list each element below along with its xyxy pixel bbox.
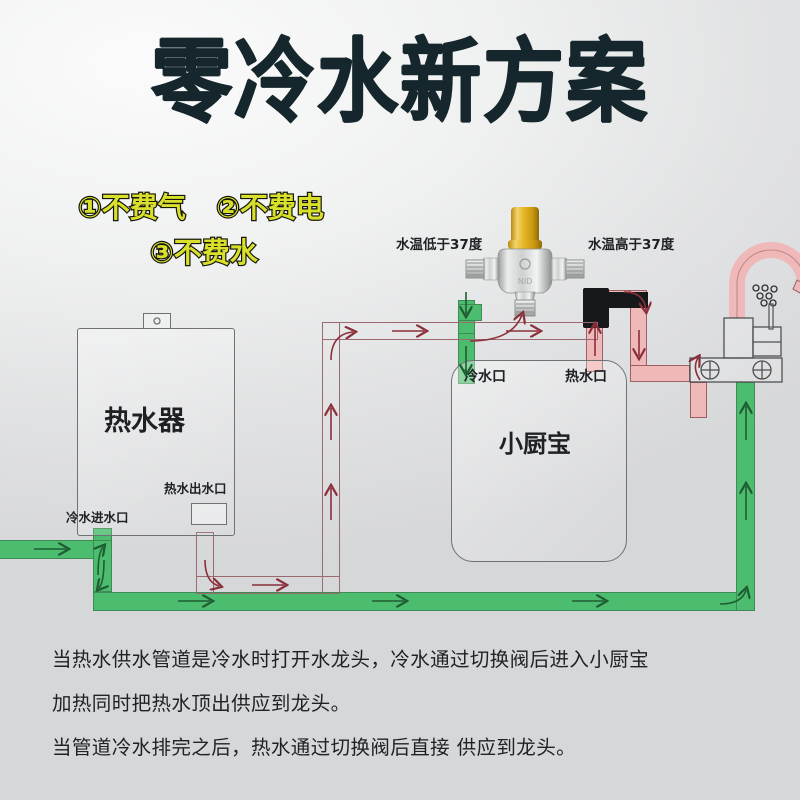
benefit-item-water: ③不费水 [149, 236, 259, 269]
benefit-item-gas: ①不费气 [77, 191, 187, 224]
mini-heater-title: 小厨宝 [499, 430, 571, 458]
description-line-1: 当热水供水管道是冷水时打开水龙头，冷水通过切换阀后进入小厨宝 [52, 648, 650, 671]
description-block: 当热水供水管道是冷水时打开水龙头，冷水通过切换阀后进入小厨宝 加热同时把热水顶出… [52, 638, 766, 770]
water-heater-cold-inlet-label: 冷水进水口 [66, 510, 129, 525]
hot-return-bottom-run [196, 576, 340, 594]
description-line-3: 当管道冷水排完之后，热水通过切换阀后直接 供应到龙头。 [52, 736, 576, 759]
water-heater-cap [143, 313, 171, 328]
valve-cold-side-label: 水温低于37度 [396, 237, 483, 253]
benefits-row-2: ③不费水 [0, 236, 420, 269]
benefits-list: ①不费气 ②不费电 ③不费水 [0, 191, 420, 269]
water-heater-hot-outlet-label: 热水出水口 [164, 481, 227, 496]
mini-heater-cold-port-label: 冷水口 [464, 369, 506, 385]
cold-pipe-tee-down [93, 540, 112, 592]
valve-hot-side-label: 水温高于37度 [588, 237, 675, 253]
description-line-2: 加热同时把热水顶出供应到龙头。 [52, 692, 351, 715]
water-heater-title: 热水器 [104, 406, 185, 437]
tee-connector-arm [600, 292, 648, 308]
page-title: 零冷水新方案 [150, 30, 649, 136]
cold-pipe-right-riser [736, 382, 755, 611]
hot-pipe-faucet-left-riser [690, 382, 707, 418]
svg-text:NID: NID [518, 277, 533, 286]
cold-pipe-valve-left-stub [458, 304, 482, 321]
hot-return-top-run [322, 322, 598, 340]
water-heater-hot-outlet-port [191, 503, 227, 525]
cold-pipe-bottom-run [93, 592, 755, 611]
water-heater-body [77, 328, 235, 536]
hot-pipe-to-faucet-base [630, 365, 690, 382]
hot-return-right-riser [322, 322, 340, 594]
mini-heater-body [451, 360, 627, 562]
benefit-item-power: ②不费电 [215, 191, 325, 224]
mini-heater-hot-port-label: 热水口 [565, 369, 607, 385]
benefits-row-1: ①不费气 ②不费电 [0, 191, 420, 224]
